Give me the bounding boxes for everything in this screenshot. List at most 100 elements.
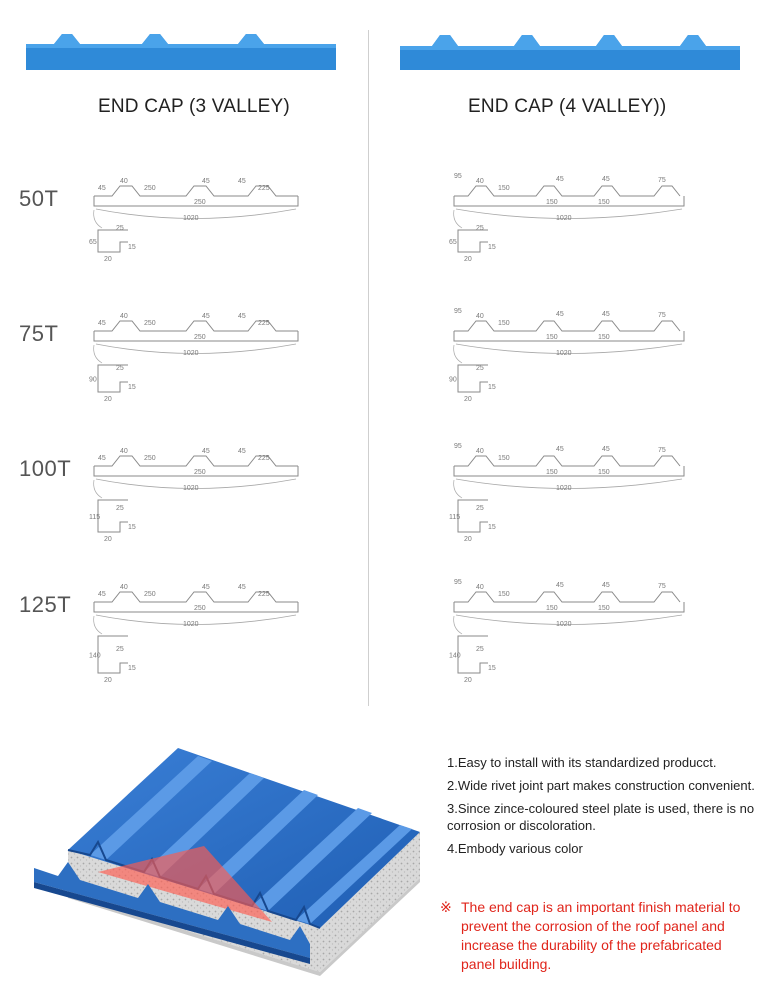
dimension-arc xyxy=(455,478,683,489)
dimension-label: 45 xyxy=(238,178,246,185)
column-title-4-valley: END CAP (4 VALLEY)) xyxy=(468,96,667,117)
dimension-label: 250 xyxy=(194,334,206,341)
dimension-total: 1020 xyxy=(556,621,572,628)
dimension-arc xyxy=(455,208,683,219)
dimension-label: 20 xyxy=(464,536,472,543)
dimension-label: 225 xyxy=(258,455,270,462)
end-cap-section xyxy=(97,499,128,533)
dimension-label: 250 xyxy=(194,605,206,612)
dimension-label: 45 xyxy=(202,178,210,185)
dimension-label: 45 xyxy=(556,446,564,453)
dimension-total: 1020 xyxy=(556,350,572,357)
dimension-label: 45 xyxy=(602,446,610,453)
dimension-label: 95 xyxy=(454,308,462,315)
dimension-height: 65 xyxy=(449,239,457,246)
profile-base xyxy=(453,602,685,613)
profile-outline xyxy=(454,185,681,197)
dimension-label: 150 xyxy=(598,334,610,341)
dimension-label: 75 xyxy=(658,447,666,454)
dimension-label: 40 xyxy=(120,448,128,455)
dimension-label: 225 xyxy=(258,591,270,598)
dimension-label: 45 xyxy=(202,448,210,455)
feature-item: 1.Easy to install with its standardized … xyxy=(447,755,717,770)
profile-base xyxy=(93,602,299,613)
dimension-label: 225 xyxy=(258,320,270,327)
column-title-3-valley: END CAP (3 VALLEY) xyxy=(98,96,290,117)
dimension-label: 40 xyxy=(476,584,484,591)
row-label-75t: 75T xyxy=(19,321,59,346)
end-cap-section xyxy=(457,364,488,393)
leader-line xyxy=(453,344,463,364)
dimension-total: 1020 xyxy=(556,215,572,222)
dimension-height: 90 xyxy=(89,377,97,384)
profile-outline xyxy=(94,185,298,197)
leader-line xyxy=(453,615,463,635)
dimension-label: 15 xyxy=(128,524,136,531)
dimension-label: 150 xyxy=(546,469,558,476)
dimension-label: 75 xyxy=(658,583,666,590)
dimension-height: 115 xyxy=(89,514,100,521)
dimension-total: 1020 xyxy=(556,485,572,492)
note-text: The end cap is an important finish mater… xyxy=(461,899,741,972)
profile-base xyxy=(453,196,685,207)
dimension-height: 90 xyxy=(449,377,457,384)
dimension-label: 15 xyxy=(128,665,136,672)
dimension-label: 25 xyxy=(476,365,484,372)
dimension-label: 45 xyxy=(602,311,610,318)
dimension-arc xyxy=(95,478,297,489)
dimension-label: 25 xyxy=(476,505,484,512)
profile-base xyxy=(93,331,299,342)
dimension-label: 150 xyxy=(546,334,558,341)
end-cap-section xyxy=(97,364,128,393)
dimension-label: 150 xyxy=(498,455,510,462)
dimension-height: 115 xyxy=(449,514,460,521)
dimension-label: 45 xyxy=(98,455,106,462)
dimension-label: 45 xyxy=(238,584,246,591)
dimension-label: 150 xyxy=(498,591,510,598)
profile-base xyxy=(93,466,299,477)
dimension-label: 150 xyxy=(598,199,610,206)
row-label-125t: 125T xyxy=(19,592,72,617)
dimension-height: 140 xyxy=(449,653,461,660)
dimension-label: 45 xyxy=(202,584,210,591)
dimension-label: 20 xyxy=(104,396,112,403)
dimension-label: 40 xyxy=(476,178,484,185)
dimension-label: 15 xyxy=(488,244,496,251)
dimension-label: 45 xyxy=(602,582,610,589)
leader-line xyxy=(93,209,103,229)
dimension-label: 40 xyxy=(476,313,484,320)
dimension-label: 20 xyxy=(464,256,472,263)
dimension-label: 45 xyxy=(602,176,610,183)
feature-item: 4.Embody various color xyxy=(447,841,583,856)
dimension-label: 25 xyxy=(116,365,124,372)
dimension-label: 45 xyxy=(98,591,106,598)
profile-outline xyxy=(94,320,298,332)
column-divider xyxy=(368,30,369,706)
dimension-label: 250 xyxy=(144,455,156,462)
dimension-label: 20 xyxy=(104,256,112,263)
dimension-label: 15 xyxy=(488,665,496,672)
end-cap-section xyxy=(457,499,488,533)
dimension-label: 40 xyxy=(120,584,128,591)
dimension-label: 45 xyxy=(238,313,246,320)
end-cap-3-valley-image xyxy=(26,34,336,70)
dimension-arc xyxy=(455,614,683,625)
dimension-label: 150 xyxy=(498,320,510,327)
dimension-label: 20 xyxy=(104,536,112,543)
dimension-label: 45 xyxy=(238,448,246,455)
profile-base xyxy=(453,466,685,477)
row-label-50t: 50T xyxy=(19,186,59,211)
dimension-label: 250 xyxy=(194,199,206,206)
dimension-label: 150 xyxy=(546,199,558,206)
profile-base xyxy=(453,331,685,342)
dimension-height: 65 xyxy=(89,239,97,246)
end-cap-section xyxy=(97,229,128,253)
dimension-label: 75 xyxy=(658,312,666,319)
